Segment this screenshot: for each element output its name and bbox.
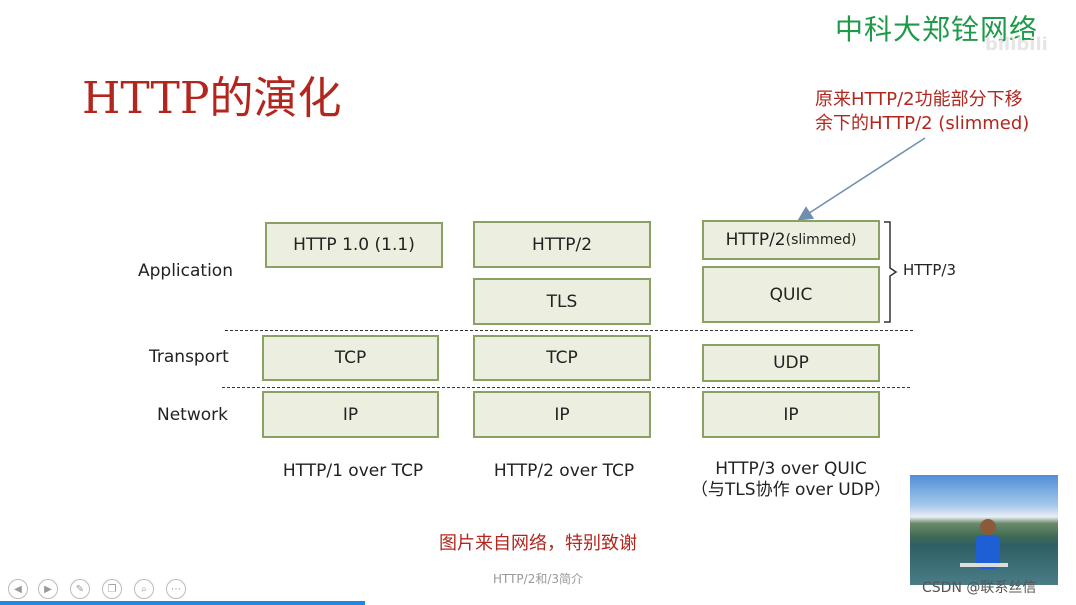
callout-line-2: 余下的HTTP/2 (slimmed) [815, 113, 1030, 134]
separator-app-transport [225, 330, 913, 331]
caption-stack-1: HTTP/1 over TCP [262, 461, 444, 482]
prev-icon[interactable]: ◀ [8, 579, 28, 599]
slide-progress-bar [0, 601, 365, 605]
http3-brace [884, 221, 898, 323]
box-http2-slimmed: HTTP/2 (slimmed) [702, 220, 880, 260]
image-credit: 图片来自网络，特别致谢 [439, 533, 637, 554]
box-udp: UDP [702, 344, 880, 382]
callout-line-1: 原来HTTP/2功能部分下移 [815, 89, 1023, 110]
caption-stack-3-line-1: HTTP/3 over QUIC [715, 459, 867, 479]
caption-stack-3-line-2: （与TLS协作 over UDP） [690, 480, 892, 500]
presenter-photo-art [960, 519, 1008, 569]
slide-title: HTTP的演化 [82, 73, 342, 124]
brand-logo-text: 中科大郑铨网络 [835, 13, 1039, 46]
caption-stack-2-line: HTTP/2 over TCP [493, 461, 635, 481]
layer-label-transport: Transport [149, 347, 229, 367]
box-quic: QUIC [702, 266, 880, 323]
caption-stack-2: HTTP/2 over TCP [470, 461, 658, 482]
caption-stack-3: HTTP/3 over QUIC （与TLS协作 over UDP） [683, 459, 899, 501]
pen-icon[interactable]: ✎ [70, 579, 90, 599]
box-tls: TLS [473, 278, 651, 325]
box-ip-1: IP [262, 391, 439, 438]
next-icon[interactable]: ▶ [38, 579, 58, 599]
zoom-icon[interactable]: ⌕ [134, 579, 154, 599]
presenter-photo [910, 475, 1058, 585]
callout-arrow [797, 137, 926, 221]
more-icon[interactable]: ⋯ [166, 579, 186, 599]
csdn-watermark: CSDN @联系丝信 [922, 580, 1037, 596]
box-http2: HTTP/2 [473, 221, 651, 268]
box-http1: HTTP 1.0 (1.1) [265, 222, 443, 268]
callout-note: 原来HTTP/2功能部分下移 余下的HTTP/2 (slimmed) [815, 88, 1029, 136]
box-tcp-1: TCP [262, 335, 439, 381]
box-ip-3: IP [702, 391, 880, 438]
separator-transport-network [222, 387, 910, 388]
box-ip-2: IP [473, 391, 651, 438]
caption-stack-1-line: HTTP/1 over TCP [282, 461, 424, 481]
box-tcp-2: TCP [473, 335, 651, 381]
layer-label-network: Network [157, 405, 228, 425]
http3-brace-label: HTTP/3 [903, 261, 956, 279]
bilibili-watermark: bilibili [985, 34, 1048, 55]
layer-label-application: Application [138, 261, 233, 281]
slide-footer: HTTP/2和/3简介 [492, 572, 584, 586]
copy-icon[interactable]: ❐ [102, 579, 122, 599]
